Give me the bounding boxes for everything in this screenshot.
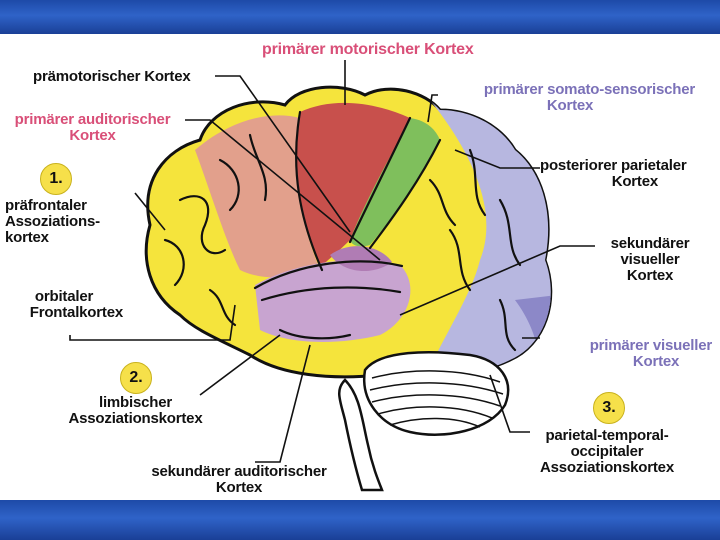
brainstem [338, 378, 384, 492]
label-primary-somatosensory: primärer somato-sensorischer Kortex [445, 82, 695, 114]
label-secondary-auditory-line2: Kortex [215, 479, 263, 496]
label-prefrontal-line1: präfrontaler [5, 197, 87, 214]
label-primary-auditory-line2: Kortex [69, 127, 116, 144]
region-premotor [195, 115, 320, 278]
label-primary-auditory: primärer auditorischer Kortex [5, 112, 180, 144]
label-prefrontal: präfrontaler Assoziations- kortex [5, 198, 100, 246]
region-auditory [255, 260, 411, 342]
label-primary-visual: primärer visueller Kortex [560, 337, 713, 370]
label-secondary-auditory: sekundärer auditorischer Kortex [140, 464, 338, 496]
footer-band [0, 500, 720, 540]
label-limbic: limbischer Assoziationskortex [58, 395, 213, 427]
region-motor [296, 102, 410, 268]
region-primary-visual [515, 290, 551, 370]
label-pto-line2: occipitaler [570, 443, 644, 460]
label-secondary-visual-line2: visueller [620, 251, 680, 268]
header-band [0, 0, 720, 34]
label-primary-motor: primärer motorischer Kortex [262, 41, 474, 58]
label-premotor: prämotorischer Kortex [33, 68, 191, 85]
label-primary-somatosensory-line2: Kortex [546, 97, 594, 114]
label-pto-line1: parietal-temporal- [545, 427, 669, 444]
label-primary-visual-line1: primärer visueller [589, 337, 713, 354]
label-limbic-line1: limbischer [98, 394, 173, 411]
label-primary-auditory-line1: primärer auditorischer [14, 111, 171, 128]
badge-2: 2. [120, 362, 152, 394]
label-prefrontal-line2: Assoziations- [5, 213, 100, 230]
label-primary-visual-line2: Kortex [632, 353, 680, 370]
label-secondary-visual: sekundärer visueller Kortex [595, 236, 705, 284]
label-secondary-visual-line1: sekundärer [610, 235, 690, 252]
label-posterior-parietal-line2: Kortex [611, 173, 659, 190]
label-secondary-visual-line3: Kortex [626, 267, 674, 284]
label-posterior-parietal-line1: posteriorer parietaler [540, 157, 687, 174]
label-orbital: orbitaler Frontalkortex [5, 289, 123, 321]
label-pto: parietal-temporal- occipitaler Assoziati… [532, 428, 682, 476]
label-posterior-parietal: posteriorer parietaler Kortex [540, 157, 687, 190]
region-somatosensory [350, 118, 440, 247]
label-primary-somatosensory-line1: primärer somato-sensorischer [483, 81, 695, 98]
cerebellum [362, 351, 510, 436]
label-limbic-line2: Assoziationskortex [68, 410, 203, 427]
badge-1: 1. [40, 163, 72, 195]
label-prefrontal-line3: kortex [5, 229, 49, 246]
label-pto-line3: Assoziationskortex [540, 459, 674, 476]
label-orbital-line1: orbitaler [34, 288, 94, 305]
badge-3: 3. [593, 392, 625, 424]
label-orbital-line2: Frontalkortex [29, 304, 123, 321]
label-secondary-auditory-line1: sekundärer auditorischer [151, 463, 327, 480]
